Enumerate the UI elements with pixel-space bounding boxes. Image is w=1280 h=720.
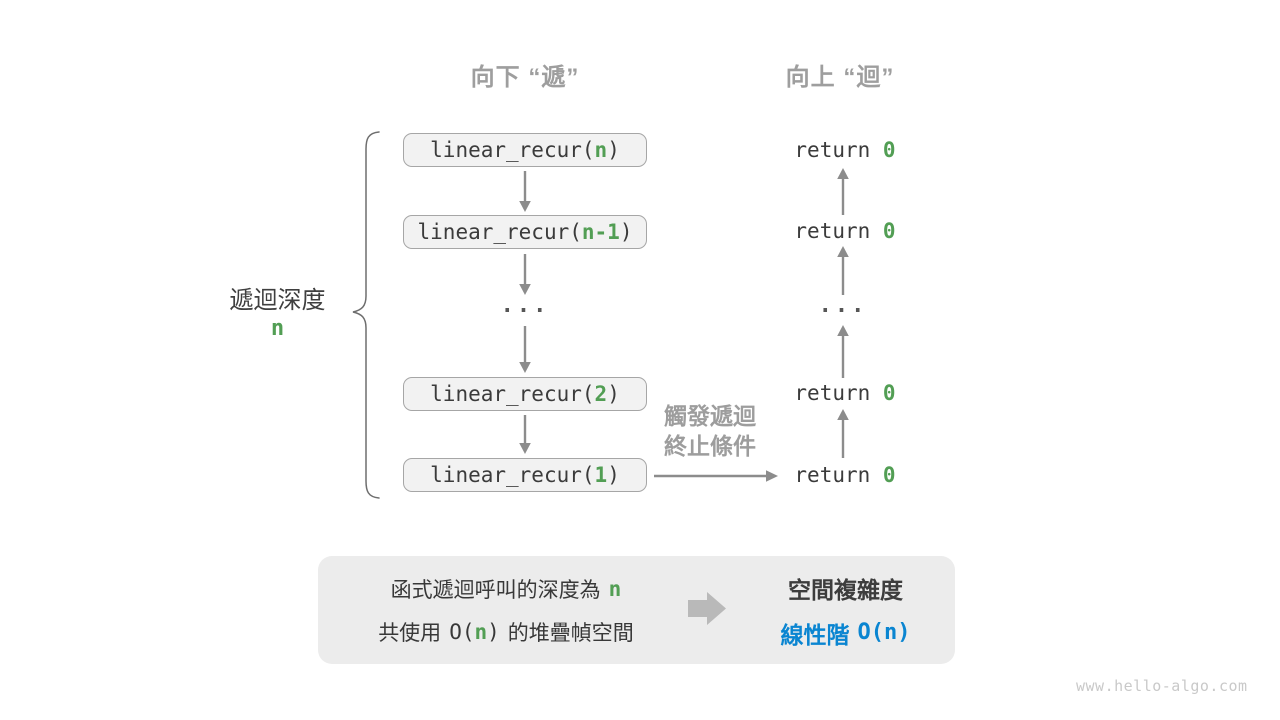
call-stack-ellipsis: ...: [500, 293, 550, 318]
arrow-down-4: [519, 415, 531, 454]
return-value: 0: [882, 381, 896, 405]
return-keyword: return: [794, 381, 883, 405]
arrow-terminate: [654, 470, 778, 482]
space-complexity-value: 線性階 O(n): [781, 616, 911, 650]
call-box-arg: n-1: [581, 220, 620, 244]
complexity-result: 空間複雜度 線性階 O(n): [738, 556, 953, 664]
summary-line2-code: ): [487, 619, 500, 644]
header-descend: 向下 “遞”: [470, 64, 580, 91]
call-box-code: linear_recur(: [430, 382, 595, 406]
call-box-arg: n: [594, 138, 608, 162]
summary-line2-code: O(: [449, 619, 475, 644]
watermark: www.hello-algo.com: [1076, 677, 1248, 695]
call-box-1: linear_recur(1): [403, 458, 647, 492]
summary-line1: 函式遞迴呼叫的深度為 n: [391, 574, 622, 604]
depth-brace: [352, 131, 380, 499]
call-box-arg: 2: [594, 382, 608, 406]
trigger-termination-label: 觸發遞迴 終止條件: [645, 401, 775, 461]
complexity-notation: O(n): [857, 620, 911, 645]
arrow-up-1: [837, 168, 849, 215]
call-box-arg: 1: [594, 463, 608, 487]
return-value: 0: [882, 219, 896, 243]
return-keyword: return: [794, 463, 883, 487]
trigger-label-line2: 終止條件: [664, 433, 756, 459]
call-box-code: linear_recur(: [417, 220, 582, 244]
return-keyword: return: [794, 138, 883, 162]
depth-label: 遞迴深度: [229, 287, 326, 314]
return-keyword: return: [794, 219, 883, 243]
return-statement: return 0: [780, 462, 910, 488]
summary-line1-value: n: [608, 576, 622, 601]
summary-line2-arg: n: [474, 619, 488, 644]
call-box-2: linear_recur(2): [403, 377, 647, 411]
return-value: 0: [882, 138, 896, 162]
return-statement: return 0: [780, 380, 910, 406]
return-value: 0: [882, 463, 896, 487]
call-box-n: linear_recur(n): [403, 133, 647, 167]
depth-value: n: [270, 316, 285, 341]
return-statement: return 0: [780, 218, 910, 244]
complexity-summary-box: 函式遞迴呼叫的深度為 n 共使用 O( n ) 的堆疊幀空間: [318, 556, 955, 664]
call-box-n-1: linear_recur(n-1): [403, 215, 647, 249]
arrow-up-2: [837, 246, 849, 295]
arrow-down-3: [519, 326, 531, 373]
call-box-code: linear_recur(: [430, 463, 595, 487]
summary-line2-pre: 共使用: [378, 621, 442, 645]
arrow-up-3: [837, 325, 849, 378]
summary-line1-text: 函式遞迴呼叫的深度為: [390, 578, 601, 602]
arrow-up-4: [837, 409, 849, 458]
trigger-label-line1: 觸發遞迴: [664, 403, 756, 429]
arrow-down-2: [519, 254, 531, 295]
call-box-code: ): [619, 220, 633, 244]
call-box-code: ): [607, 138, 620, 162]
call-box-code: linear_recur(: [430, 138, 595, 162]
summary-line2-post: 的堆疊幀空間: [507, 621, 634, 645]
summary-line2: 共使用 O( n ) 的堆疊幀空間: [378, 617, 634, 647]
implies-arrow-icon: [688, 592, 726, 625]
returns-ellipsis: ...: [818, 293, 868, 318]
call-box-code: ): [607, 382, 620, 406]
summary-description: 函式遞迴呼叫的深度為 n 共使用 O( n ) 的堆疊幀空間: [326, 556, 686, 664]
complexity-order-label: 線性階: [780, 621, 850, 648]
space-complexity-title: 空間複雜度: [788, 576, 903, 603]
call-box-code: ): [607, 463, 620, 487]
return-statement: return 0: [780, 137, 910, 163]
arrow-down-1: [519, 171, 531, 212]
header-ascend: 向上 “迴”: [785, 64, 895, 91]
